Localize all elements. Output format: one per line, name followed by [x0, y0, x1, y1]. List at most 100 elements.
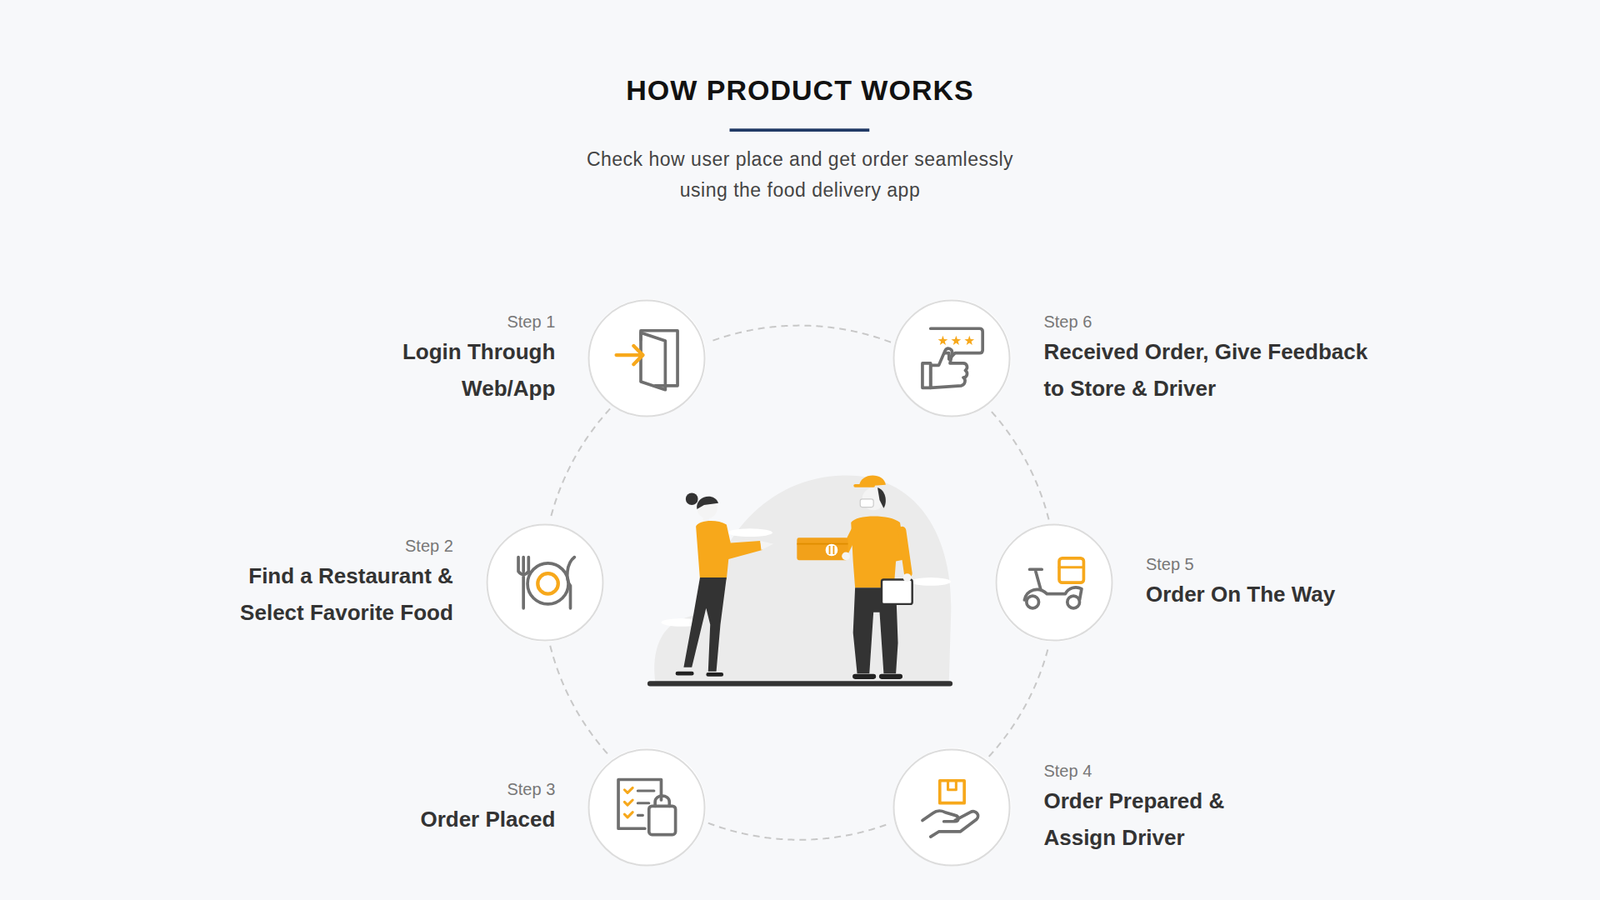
step-text-block: Step 4Order Prepared & Assign Driver — [1043, 759, 1260, 856]
step-text-block: Step 6Received Order, Give Feedback to S… — [1043, 310, 1385, 407]
scooter-icon-part — [1024, 587, 1082, 600]
delivery-illustration-part — [881, 580, 913, 605]
delivery-illustration-part — [860, 499, 874, 508]
step-title: Order Placed — [355, 800, 555, 838]
delivery-illustration-part — [760, 540, 774, 550]
scooter-icon-part — [1059, 565, 1084, 569]
step-circle-outline — [589, 749, 705, 865]
delivery-illustration-part — [696, 496, 719, 510]
step-title: Login Through Web/App — [355, 333, 555, 407]
feedback-icon — [922, 328, 983, 388]
step-circle — [485, 523, 605, 642]
step-circle-outline — [589, 300, 705, 416]
scooter-icon — [1024, 558, 1084, 609]
delivery-illustration-part — [850, 516, 906, 589]
delivery-illustration-part — [796, 543, 848, 545]
feedback-icon-part — [930, 328, 983, 360]
step-number: Step 6 — [1043, 310, 1385, 334]
feedback-icon-part — [930, 348, 968, 388]
dashed-connector — [989, 645, 1050, 757]
step-number: Step 1 — [355, 310, 555, 334]
step-circle — [892, 748, 1011, 867]
step-circle-outline — [894, 749, 1010, 865]
header-block: HOW PRODUCT WORKSCheck how user place an… — [0, 0, 1600, 206]
login-icon-part — [640, 332, 665, 390]
step-number: Step 3 — [355, 777, 555, 801]
scooter-icon-part — [1059, 558, 1084, 583]
step-node: Step 5Order On The Way — [995, 523, 1114, 642]
step-discs — [485, 299, 1114, 867]
step-circle-outline — [486, 525, 603, 641]
title-underline — [730, 128, 870, 132]
restaurant-icon-part — [567, 557, 575, 609]
restaurant-icon-part — [527, 563, 569, 605]
delivery-illustration-part — [654, 475, 951, 682]
order-placed-icon-part — [649, 805, 676, 835]
login-icon-part — [616, 345, 644, 365]
step-circle — [892, 299, 1011, 418]
delivery-illustration-part — [903, 573, 912, 582]
step-title: Order Prepared & Assign Driver — [1043, 782, 1260, 856]
prepared-icon-part — [948, 780, 957, 790]
step-node: Step 2Find a Restaurant & Select Favorit… — [485, 523, 605, 642]
dashed-connector — [708, 823, 891, 840]
step-circle — [995, 523, 1114, 642]
prepared-icon-part — [940, 780, 965, 804]
delivery-illustration-part — [910, 577, 951, 586]
order-placed-icon — [618, 780, 676, 835]
delivery-illustration-part — [855, 674, 900, 680]
step-title: Received Order, Give Feedback to Store &… — [1043, 333, 1385, 407]
step-title: Order On The Way — [1145, 575, 1413, 613]
order-placed-icon-part — [655, 795, 670, 806]
order-placed-icon-part — [624, 787, 633, 818]
step-discs-part — [485, 523, 605, 642]
step-node: Step 6Received Order, Give Feedback to S… — [892, 299, 1011, 418]
dashed-connector — [550, 409, 610, 520]
page-title: HOW PRODUCT WORKS — [0, 73, 1600, 107]
step-discs-part — [587, 748, 706, 867]
step-node: Step 4Order Prepared & Assign Driver — [892, 748, 1011, 867]
prepared-icon-part — [922, 810, 959, 822]
dashed-connector — [550, 645, 610, 757]
feedback-icon-part — [938, 335, 949, 345]
step-text-block: Step 5Order On The Way — [1145, 552, 1413, 613]
step-node: Step 1Login Through Web/App — [587, 299, 706, 418]
delivery-illustration-part — [695, 520, 763, 580]
step-circle-outline — [894, 300, 1010, 416]
dashed-connector — [708, 325, 891, 343]
delivery-illustration-part — [650, 680, 950, 686]
delivery-illustration-part — [683, 577, 726, 672]
delivery-illustration-part — [901, 530, 908, 574]
step-text-block: Step 1Login Through Web/App — [355, 310, 555, 407]
step-circle-outline — [995, 525, 1112, 641]
prepared-icon-part — [930, 811, 979, 837]
scooter-icon-part — [1026, 595, 1040, 609]
prepared-icon — [922, 780, 979, 837]
delivery-illustration-part — [727, 528, 773, 537]
delivery-illustration-part — [796, 537, 848, 560]
feedback-icon-part — [964, 335, 975, 345]
feedback-icon-part — [950, 335, 961, 345]
step-discs-part — [892, 748, 1011, 867]
step-text-block: Step 3Order Placed — [355, 777, 555, 838]
delivery-illustration-part — [685, 492, 699, 505]
step-number: Step 5 — [1145, 552, 1413, 576]
step-circle — [587, 748, 706, 867]
dashed-connector — [989, 409, 1050, 520]
scooter-icon-part — [1067, 595, 1080, 609]
delivery-illustration-part — [677, 673, 722, 675]
step-discs-part — [587, 299, 706, 418]
restaurant-icon-part — [537, 573, 558, 594]
step-number: Step 2 — [203, 534, 454, 558]
login-icon — [616, 330, 678, 390]
step-discs-part — [995, 523, 1114, 642]
step-circle — [587, 299, 706, 418]
delivery-illustration-part — [841, 551, 850, 560]
step-text-block: Step 2Find a Restaurant & Select Favorit… — [203, 534, 454, 631]
delivery-illustration — [650, 475, 951, 684]
delivery-illustration-part — [855, 484, 874, 488]
scooter-icon-part — [1030, 569, 1043, 590]
